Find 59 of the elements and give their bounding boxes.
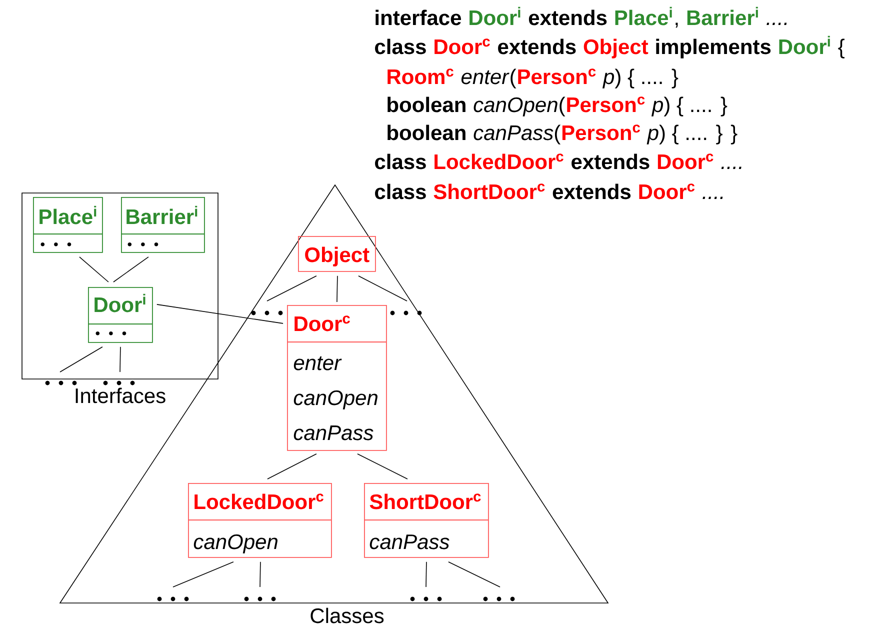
connector-line (448, 562, 500, 588)
class-name: Object (584, 38, 648, 58)
code-text: enter( (461, 68, 516, 88)
keyword: class (375, 38, 426, 54)
code-text: , (676, 22, 678, 28)
keyword: extends (498, 38, 576, 54)
node-label: Classes (310, 608, 384, 624)
connector-line (113, 256, 149, 282)
code-text: .... (721, 166, 742, 169)
connector-line (336, 276, 338, 302)
keyword: class (375, 154, 426, 170)
connector-line (172, 562, 234, 588)
keyword: extends (552, 184, 631, 200)
keyword: extends (572, 154, 650, 170)
keyword: class (375, 184, 426, 200)
code-text: canPass( (474, 124, 561, 144)
keyword: interface (376, 10, 462, 26)
class-box: ShortDoor$^{c}$ canPass (364, 483, 489, 558)
node-label: Interfaces (76, 388, 166, 404)
connector-line (156, 304, 284, 324)
class-box: LockedDoor$^{c}$ canOpen (188, 483, 332, 558)
class-box: Object (298, 236, 376, 272)
interface-box: Barrier$^{i}$ • • • (120, 197, 205, 253)
connector-line (266, 276, 317, 302)
interface-name: Place$^{i}$ (615, 6, 672, 26)
connector-line (267, 454, 317, 480)
code-text: .... (702, 196, 723, 199)
keyword: extends (528, 10, 607, 26)
class-name: LockedDoor$^{c}$ (434, 154, 564, 170)
connector-line (260, 562, 261, 588)
connector-line (426, 562, 427, 588)
code-text: .... (766, 22, 787, 25)
class-name: Door$^{c}$ (434, 38, 490, 54)
class-name: Door$^{c}$ (658, 154, 714, 170)
interface-box: Door$^{i}$ • • • (88, 287, 153, 343)
class-name: Room$^{c}$ (388, 68, 454, 84)
connector-line (79, 256, 109, 282)
class-box: Door$^{c}$ enter canOpen canPass (286, 305, 387, 451)
interface-name: Barrier$^{i}$ (687, 6, 758, 26)
code-text: p) { .... } (602, 68, 678, 88)
keyword: implements (656, 38, 771, 58)
code-text: p) { .... } } (646, 124, 738, 144)
class-name: Person$^{c}$ (567, 96, 645, 112)
keyword: boolean (388, 124, 466, 140)
code-text: p) { .... } (652, 96, 728, 116)
connector-line (357, 454, 408, 480)
code-text: canOpen( (474, 96, 566, 116)
connector-line (120, 346, 121, 372)
class-name: Door$^{c}$ (639, 184, 695, 200)
code-text: { (838, 38, 844, 58)
interface-box: Place$^{i}$ • • • (32, 197, 103, 253)
class-name: Person$^{c}$ (518, 68, 596, 84)
interface-name: Door$^{i}$ (470, 6, 520, 26)
interface-name: Door$^{i}$ (779, 36, 830, 54)
connector-line (358, 276, 408, 302)
keyword: boolean (388, 96, 466, 112)
class-name: ShortDoor$^{c}$ (434, 184, 545, 200)
connector-line (60, 346, 103, 372)
class-name: Person$^{c}$ (562, 124, 640, 140)
